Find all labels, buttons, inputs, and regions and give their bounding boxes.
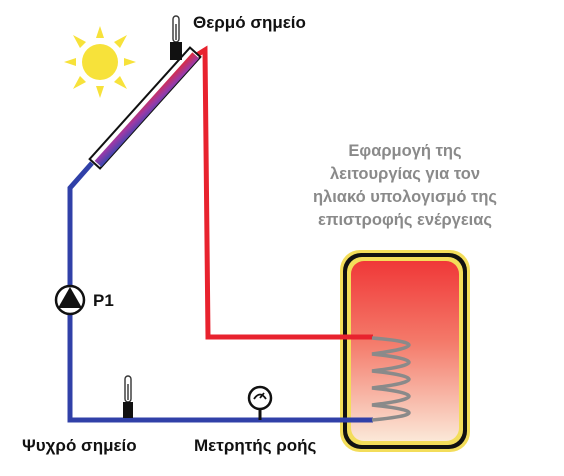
description-line: λειτουργίας για τον (329, 165, 481, 183)
description-line: Εφαρμογή της (348, 142, 462, 160)
thermometer-icon (170, 15, 182, 60)
cold-thermometer-icon (123, 375, 133, 418)
flow-meter-label: Μετρητής ροής (194, 436, 317, 455)
description-line: επιστροφής ενέργειας (317, 211, 492, 229)
cold-point-label: Ψυχρό σημείο (22, 436, 137, 455)
flow-meter-icon (247, 385, 273, 420)
hot-point-label: Θερμό σημείο (193, 13, 306, 32)
heat-exchanger-coil (371, 336, 411, 422)
description-text: Εφαρμογή της λειτουργίας για τον ηλιακό … (280, 140, 530, 232)
pump-label: P1 (93, 291, 114, 310)
pump-icon[interactable] (54, 284, 86, 316)
description-line: ηλιακό υπολογισμό της (312, 188, 498, 206)
solar-collector (88, 46, 202, 170)
sun-icon (64, 26, 136, 98)
storage-tank (340, 250, 470, 452)
